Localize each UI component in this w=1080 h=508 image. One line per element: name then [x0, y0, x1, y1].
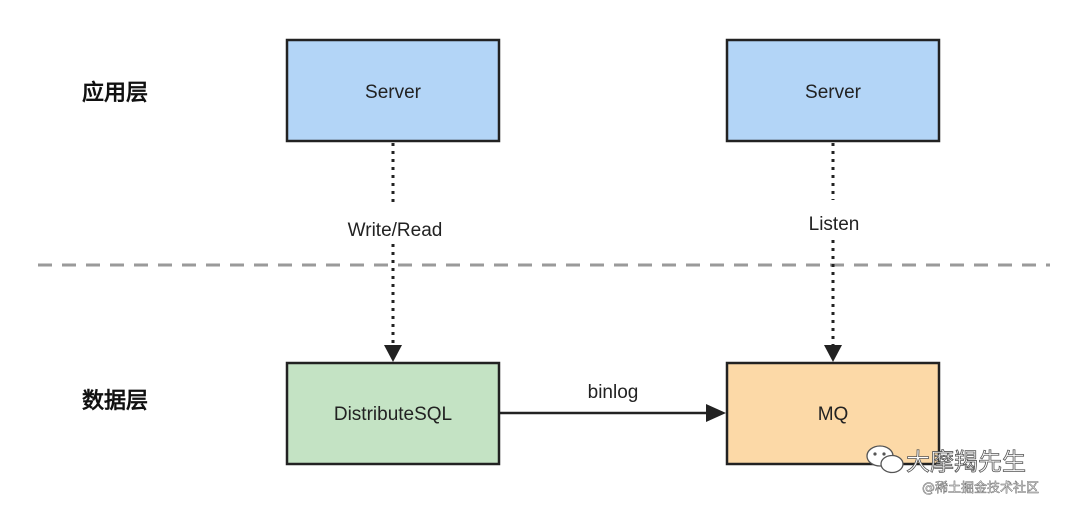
wechat-icon [866, 445, 904, 474]
server-left-label: Server [365, 82, 422, 103]
listen-arrowhead [824, 345, 842, 362]
application-layer-label: 应用层 [82, 80, 148, 106]
listen-arrow: Listen [809, 143, 860, 362]
mq-node: MQ [725, 361, 941, 466]
write-read-label: Write/Read [348, 220, 443, 241]
server-left-box [285, 38, 501, 143]
server-right-label: Server [805, 82, 862, 103]
server-left-node: Server [285, 38, 501, 143]
listen-label: Listen [809, 214, 860, 235]
binlog-label: binlog [588, 382, 639, 403]
write-read-arrow: Write/Read [348, 143, 443, 362]
mq-label: MQ [818, 404, 849, 425]
data-layer-label: 数据层 [82, 388, 148, 414]
mq-box [725, 361, 941, 466]
watermark-author: 大摩羯先生 [906, 448, 1026, 476]
write-read-arrowhead [384, 345, 402, 362]
watermark: 大摩羯先生 @稀土掘金技术社区 [866, 445, 1039, 496]
distributesql-label: DistributeSQL [334, 404, 452, 425]
distributesql-box [285, 361, 501, 466]
binlog-arrow: binlog [500, 382, 726, 422]
server-right-box [725, 38, 941, 143]
distributesql-node: DistributeSQL [285, 361, 501, 466]
binlog-arrowhead [706, 404, 726, 422]
watermark-site: @稀土掘金技术社区 [922, 480, 1039, 496]
server-right-node: Server [725, 38, 941, 143]
